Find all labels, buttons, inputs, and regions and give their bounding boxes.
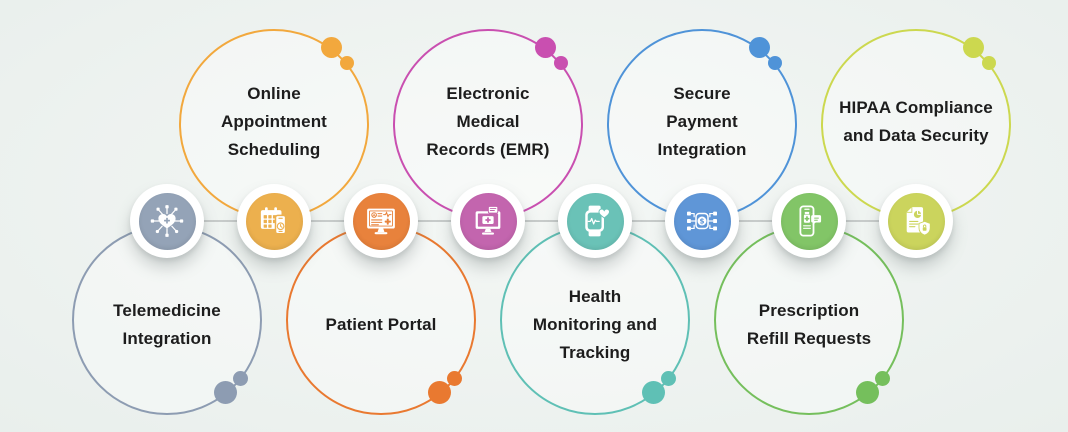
label-line: Tracking	[559, 343, 631, 362]
smartwatch-heart-icon	[577, 203, 613, 239]
rx-phone-icon	[791, 203, 827, 239]
badge-inner-circle: $	[673, 192, 731, 250]
small-accent-dot	[982, 56, 996, 70]
small-accent-dot	[232, 370, 248, 386]
badge-inner-circle	[887, 192, 945, 250]
big-accent-dot	[855, 380, 879, 404]
feature-badge-hipaa-compliance-and-data-security	[879, 184, 953, 258]
label-line: Scheduling	[227, 140, 321, 159]
svg-text:$: $	[700, 217, 705, 226]
label-line: Telemedicine	[113, 301, 221, 320]
label-line: Online	[247, 84, 301, 103]
feature-label-hipaa-compliance-and-data-security: HIPAA Compliance and Data Security	[806, 94, 1026, 150]
label-line: Integration	[657, 140, 747, 159]
label-line: Integration	[122, 329, 212, 348]
feature-badge-health-monitoring-and-tracking	[558, 184, 632, 258]
big-accent-dot	[962, 36, 984, 58]
big-accent-dot	[213, 380, 237, 404]
badge-inner-circle	[566, 192, 624, 250]
feature-badge-telemedicine-integration	[130, 184, 204, 258]
feature-badge-patient-portal	[344, 184, 418, 258]
heart-network-icon	[149, 203, 185, 239]
badge-inner-circle	[245, 192, 303, 250]
document-shield-icon	[898, 203, 934, 239]
timeline-connector-line	[167, 219, 916, 223]
label-line: Electronic	[446, 84, 530, 103]
big-accent-dot	[427, 380, 451, 404]
badge-inner-circle	[459, 192, 517, 250]
label-line: and Data Security	[843, 126, 989, 145]
small-accent-dot	[340, 56, 354, 70]
label-line: Monitoring and	[532, 315, 658, 334]
label-line: Payment	[666, 112, 738, 131]
big-accent-dot	[641, 380, 665, 404]
label-line: Medical	[456, 112, 520, 131]
label-line: Secure	[673, 84, 731, 103]
badge-inner-circle	[138, 192, 196, 250]
feature-badge-online-appointment-scheduling	[237, 184, 311, 258]
feature-badge-secure-payment-integration: $	[665, 184, 739, 258]
feature-badge-prescription-refill-requests	[772, 184, 846, 258]
label-line: Appointment	[221, 112, 327, 131]
payment-network-icon: $	[684, 203, 720, 239]
big-accent-dot	[748, 36, 770, 58]
label-line: Records (EMR)	[426, 140, 550, 159]
patient-portal-monitor-icon	[363, 203, 399, 239]
calendar-phone-icon	[256, 203, 292, 239]
small-accent-dot	[874, 370, 890, 386]
big-accent-dot	[320, 36, 342, 58]
label-line: Prescription	[758, 301, 860, 320]
badge-inner-circle	[780, 192, 838, 250]
big-accent-dot	[534, 36, 556, 58]
small-accent-dot	[768, 56, 782, 70]
small-accent-dot	[660, 370, 676, 386]
small-accent-dot	[446, 370, 462, 386]
label-line: Health	[568, 287, 622, 306]
small-accent-dot	[554, 56, 568, 70]
feature-badge-electronic-medical-records	[451, 184, 525, 258]
feature-label-patient-portal: Patient Portal	[271, 311, 491, 339]
label-line: Refill Requests	[746, 329, 872, 348]
label-line: Patient Portal	[325, 315, 437, 334]
label-line: HIPAA Compliance	[839, 98, 993, 117]
emr-monitor-icon	[470, 203, 506, 239]
badge-inner-circle	[352, 192, 410, 250]
